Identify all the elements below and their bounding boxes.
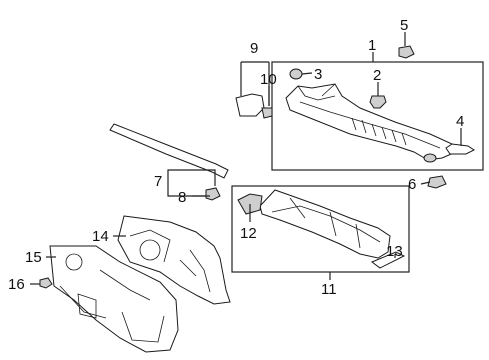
cowl-panel [285, 83, 457, 161]
callout-11: 11 [321, 281, 337, 298]
cowl-panel-ribs [351, 117, 407, 146]
callout-6: 6 [408, 176, 416, 193]
callout-14: 14 [92, 228, 109, 245]
callout-5: 5 [400, 17, 408, 34]
callout-12: 12 [240, 225, 257, 242]
cross-member-group [231, 185, 410, 273]
bracket-part-6 [427, 175, 447, 189]
clip-part-8 [205, 187, 221, 201]
cowl-panel-group [271, 61, 484, 171]
clip-part-3 [289, 68, 303, 80]
cross-member [259, 189, 391, 259]
dash-panel-part-14 [117, 215, 231, 305]
leader-lines [30, 32, 462, 285]
grommet-lower [423, 153, 437, 163]
cross-member-box [231, 185, 410, 273]
callout-10: 10 [260, 71, 277, 88]
callout-16: 16 [8, 276, 25, 293]
bolt-part-16 [39, 277, 53, 289]
callout-9: 9 [250, 40, 258, 57]
leader-6 [420, 181, 431, 185]
cowl-panel-edge [297, 83, 336, 101]
callout-8: 8 [178, 189, 186, 206]
weatherstrip-part-7 [109, 123, 229, 179]
bracket-part-9 [235, 93, 265, 117]
callout-15: 15 [25, 249, 42, 266]
callout-3: 3 [314, 66, 322, 83]
cowl-panel-inner [299, 101, 441, 149]
callout-1: 1 [368, 37, 376, 54]
callout-7: 7 [154, 173, 162, 190]
seal-part-4 [445, 143, 475, 155]
callout-2: 2 [373, 67, 381, 84]
lower-panel-detail [59, 253, 165, 343]
cross-member-inner [271, 197, 381, 249]
bolt-part-10 [261, 107, 273, 119]
callout-labels: 1 2 3 4 5 6 7 8 9 10 11 12 13 14 15 16 [8, 17, 464, 298]
leader-3 [301, 72, 313, 75]
grommet-part-2 [369, 95, 387, 109]
bracket-part-13 [371, 251, 406, 269]
callout-4: 4 [456, 113, 464, 130]
lower-panel-part-15 [49, 245, 179, 353]
callout-13: 13 [386, 243, 403, 260]
dash-panel-detail [129, 229, 211, 293]
clip-part-5 [398, 45, 415, 59]
